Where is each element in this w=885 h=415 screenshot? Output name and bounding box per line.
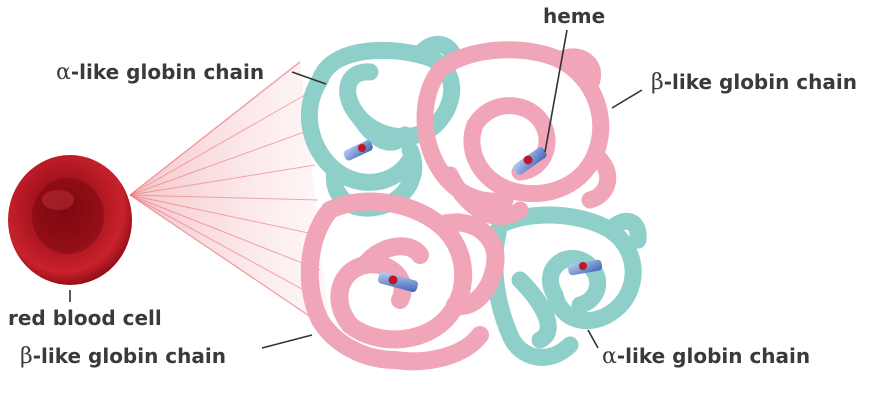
label-beta-chain-top-text: -like globin chain bbox=[664, 70, 857, 94]
label-beta-chain-bottom: β-like globin chain bbox=[20, 346, 226, 368]
label-heme: heme bbox=[543, 6, 605, 26]
red-blood-cell bbox=[8, 155, 132, 285]
label-alpha-chain-bottom: α-like globin chain bbox=[602, 346, 810, 368]
label-alpha-chain-top-greek: α bbox=[56, 60, 71, 85]
label-beta-chain-bottom-greek: β bbox=[20, 344, 33, 369]
leader-beta-bottom bbox=[262, 335, 312, 348]
alpha-chain-bottom bbox=[495, 215, 638, 357]
label-alpha-chain-top-text: -like globin chain bbox=[71, 60, 264, 84]
leader-beta-top bbox=[612, 90, 642, 108]
label-alpha-chain-top: α-like globin chain bbox=[56, 62, 264, 84]
label-beta-chain-bottom-text: -like globin chain bbox=[33, 344, 226, 368]
label-alpha-chain-bottom-text: -like globin chain bbox=[617, 344, 810, 368]
magnification-beams bbox=[130, 60, 330, 330]
heme-group-alpha-top bbox=[342, 139, 374, 162]
label-red-blood-cell: red blood cell bbox=[8, 308, 162, 328]
label-beta-chain-top-greek: β bbox=[651, 70, 664, 95]
label-beta-chain-top: β-like globin chain bbox=[651, 72, 857, 94]
label-alpha-chain-bottom-greek: α bbox=[602, 344, 617, 369]
leader-alpha-bottom bbox=[588, 330, 598, 348]
